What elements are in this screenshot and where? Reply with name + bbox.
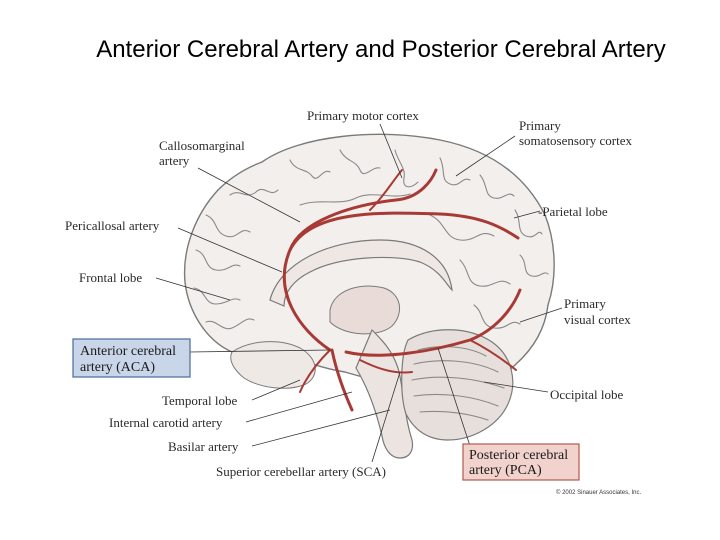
label-primary-visual-1: Primary: [564, 296, 606, 311]
label-frontal-lobe: Frontal lobe: [79, 270, 142, 285]
arteries: [282, 168, 522, 412]
label-parietal-lobe: -Parietal lobe: [538, 204, 608, 219]
copyright-notice: © 2002 Sinauer Associates, Inc.: [556, 489, 641, 496]
label-temporal-lobe: Temporal lobe: [162, 393, 237, 408]
label-primary-visual-2: visual cortex: [564, 312, 631, 327]
pca-branch: [469, 339, 517, 371]
temporal-lobe: [230, 341, 316, 389]
label-aca-2: artery (ACA): [80, 360, 155, 375]
label-basilar-artery: Basilar artery: [168, 439, 239, 454]
aca-label-box: [72, 338, 191, 378]
sca-artery: [359, 359, 413, 374]
label-sca: Superior cerebellar artery (SCA): [216, 464, 386, 479]
cortical-gyri: [193, 149, 549, 330]
aca-callosomarginal-artery: [288, 168, 438, 252]
label-occipital-lobe: Occipital lobe: [550, 387, 624, 402]
pca-artery: [344, 288, 522, 357]
label-pca-2: artery (PCA): [469, 463, 542, 478]
brainstem: [355, 328, 414, 459]
thalamus: [329, 285, 400, 335]
leader-lines: [155, 123, 563, 463]
label-primary-somatosensory-1: Primary: [519, 118, 561, 133]
slide-title: Anterior Cerebral Artery and Posterior C…: [96, 36, 666, 63]
label-pca-1: Posterior cerebral: [469, 448, 568, 463]
mca-branch: [299, 349, 331, 393]
label-callosomarginal-2: artery: [159, 153, 190, 168]
cerebellar-folia: [411, 346, 505, 421]
pca-label-box: [462, 443, 580, 481]
label-primary-motor-cortex: Primary motor cortex: [307, 108, 419, 123]
label-callosomarginal-1: Callosomarginal: [159, 138, 245, 153]
label-primary-somatosensory-2: somatosensory cortex: [519, 133, 633, 148]
aca-pericallosal-artery: [282, 211, 520, 352]
internal-carotid-artery: [330, 348, 354, 412]
label-aca-1: Anterior cerebral: [80, 344, 176, 359]
corpus-callosum: [269, 239, 453, 307]
label-internal-carotid-artery: Internal carotid artery: [109, 415, 223, 430]
label-pericallosal-artery: Pericallosal artery: [65, 218, 160, 233]
aca-branch: [369, 169, 403, 211]
